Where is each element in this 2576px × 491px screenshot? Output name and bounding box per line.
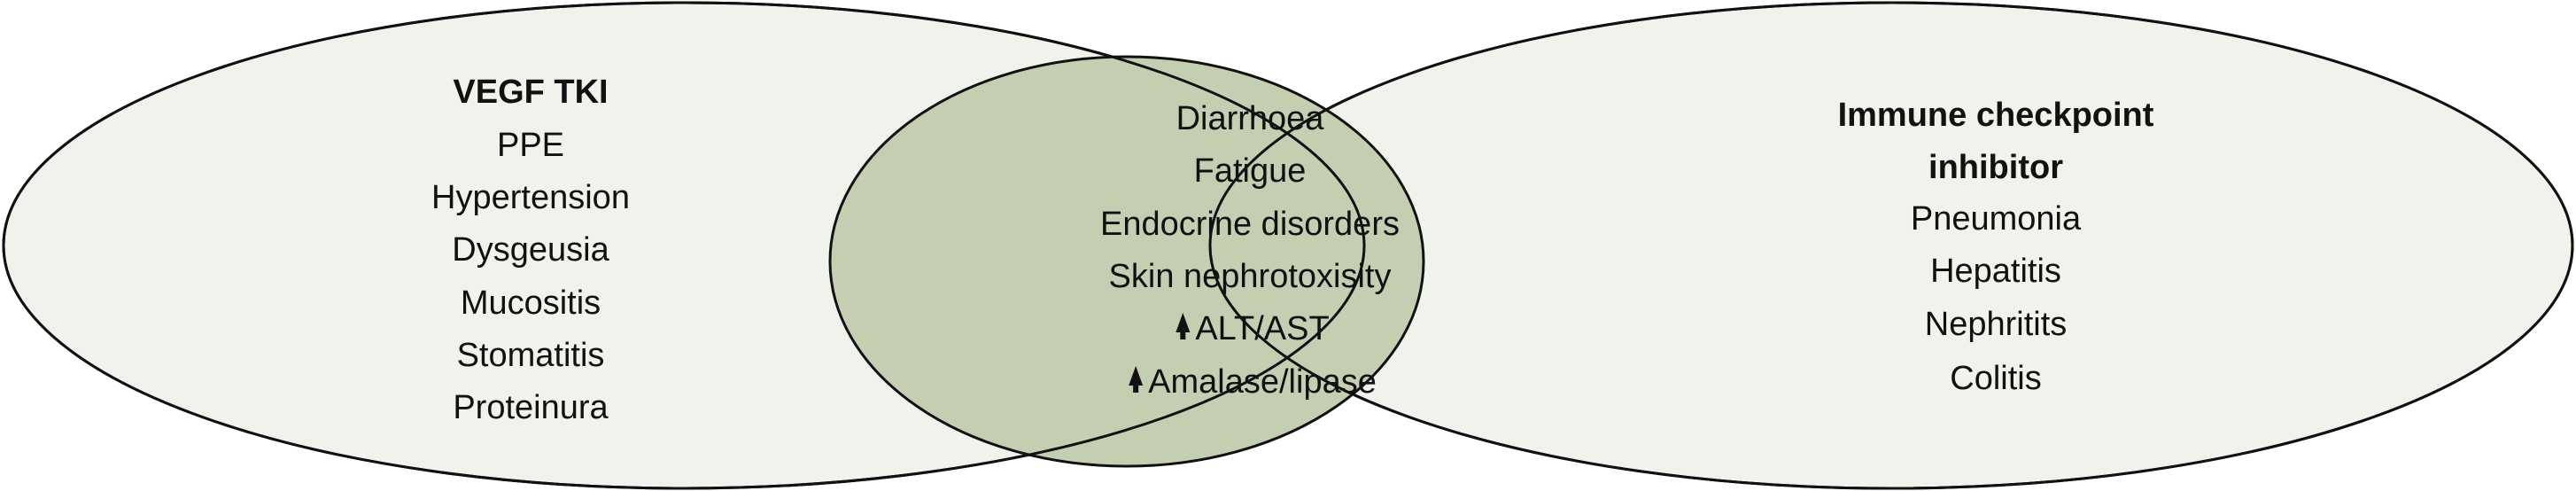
overlap-ellipse xyxy=(828,55,1425,468)
ici-item: Nephritits xyxy=(1925,306,2068,343)
immune-checkpoint-title: Immune checkpoint xyxy=(1838,97,2154,134)
ici-item: Pneumonia xyxy=(1911,200,2082,238)
vegf-item: Hypertension xyxy=(431,179,630,216)
immune-checkpoint-outline xyxy=(1208,1,2574,490)
immune-checkpoint-group: Immune checkpoint inhibitor Pneumonia He… xyxy=(1838,97,2154,397)
shared-item: Fatigue xyxy=(1194,152,1307,190)
shared-item: Endocrine disorders xyxy=(1100,206,1400,243)
shared-group: Diarrhoea Fatigue Endocrine disorders Sk… xyxy=(1100,100,1400,401)
vegf-item: Mucositis xyxy=(461,284,601,322)
vegf-item: PPE xyxy=(497,127,564,164)
up-arrow-icon xyxy=(1175,313,1191,339)
shared-item: Diarrhoea xyxy=(1176,100,1325,137)
vegf-tki-group: VEGF TKI PPE Hypertension Dysgeusia Muco… xyxy=(431,74,630,426)
immune-checkpoint-title-2: inhibitor xyxy=(1928,149,2063,186)
vegf-tki-title: VEGF TKI xyxy=(453,74,608,111)
shared-item-alt-ast: ALT/AST xyxy=(1195,310,1329,347)
ici-item: Hepatitis xyxy=(1930,253,2061,290)
vegf-item: Dysgeusia xyxy=(452,231,609,269)
shared-item: Skin nephrotoxisity xyxy=(1109,258,1392,295)
vegf-item: Proteinura xyxy=(453,389,609,426)
up-arrow-icon xyxy=(1129,366,1144,393)
vegf-tki-outline xyxy=(2,1,1366,490)
vegf-item: Stomatitis xyxy=(457,337,605,374)
shared-item-amalase-lipase: Amalase/lipase xyxy=(1148,363,1377,401)
ici-item: Colitis xyxy=(1950,360,2041,397)
